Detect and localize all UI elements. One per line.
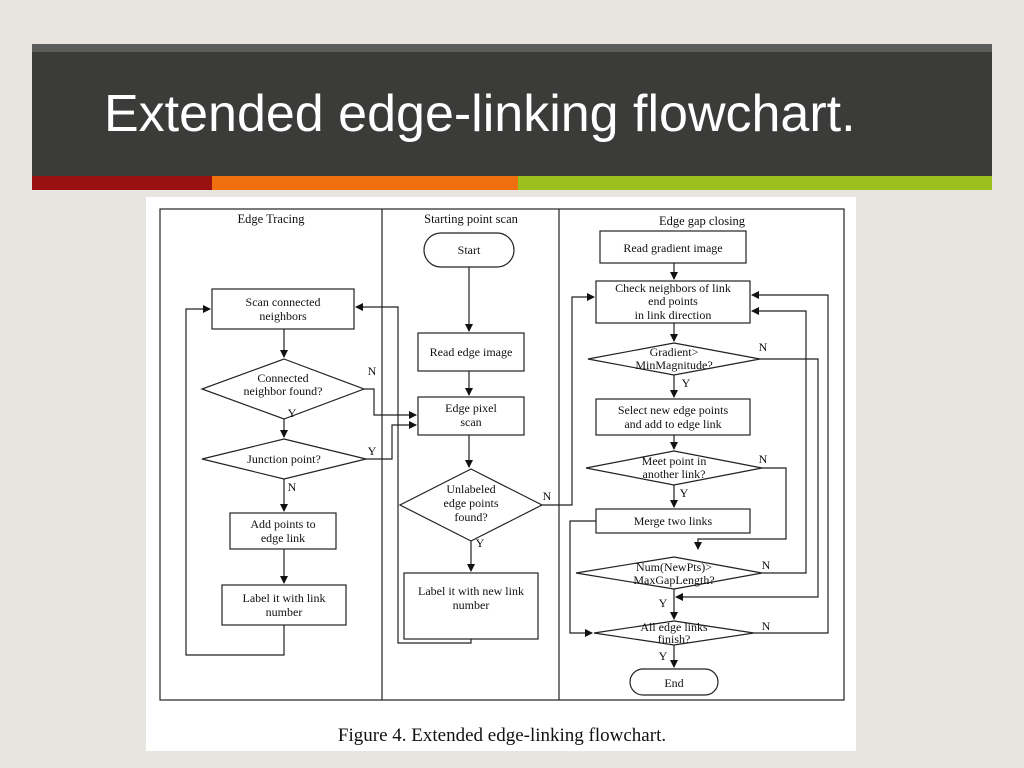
merge-label: Merge two links (634, 514, 713, 528)
branch-no-label: N (762, 558, 771, 572)
branch-yes-label: Y (288, 406, 297, 420)
gradient-label: Gradient> (650, 345, 699, 359)
edge-pixel-label: Edge pixel (445, 401, 497, 415)
start-label: Start (458, 243, 481, 257)
branch-yes-label: Y (680, 486, 689, 500)
slide-title-bar: Extended edge-linking flowchart. (32, 44, 992, 176)
all-finish-label: All edge links (640, 620, 708, 634)
label-new-label: number (453, 598, 490, 612)
unlabeled-label: edge points (444, 496, 499, 510)
slide-title: Extended edge-linking flowchart. (104, 85, 856, 143)
connected-found-label: neighbor found? (244, 384, 323, 398)
accent-stripe-green (518, 176, 992, 190)
branch-yes-label: Y (659, 649, 668, 663)
select-new-box (595, 398, 751, 436)
junction-label: Junction point? (247, 452, 321, 466)
select-new-label: and add to edge link (624, 417, 721, 431)
lane-header-tracing: Edge Tracing (237, 212, 305, 226)
unlabeled-label: found? (454, 510, 487, 524)
all-finish-label: finish? (658, 632, 691, 646)
lane-frame (159, 208, 845, 701)
accent-stripe-red (32, 176, 212, 190)
read-gradient-box (599, 230, 747, 264)
unlabeled-label: Unlabeled (446, 482, 495, 496)
read-edge-box (417, 332, 525, 372)
edge-pixel-box (417, 396, 525, 436)
accent-stripe-orange (212, 176, 518, 190)
lane-header-scan: Starting point scan (424, 212, 518, 226)
end-terminal (629, 668, 719, 696)
add-points-label: Add points to (250, 517, 315, 531)
add-points-label: edge link (261, 531, 305, 545)
scan-connected-box (211, 288, 355, 330)
select-new-label: Select new edge points (618, 403, 729, 417)
scan-connected-label: Scan connected (246, 295, 321, 309)
num-newpts-label: Num(NewPts)> (636, 560, 712, 574)
branch-no-label: N (288, 480, 297, 494)
check-neighbors-label: end points (648, 294, 698, 308)
branch-no-label: N (762, 619, 771, 633)
connected-found-label: Connected (257, 371, 308, 385)
check-neighbors-box (595, 280, 751, 324)
gradient-label: MinMagnitude? (635, 358, 712, 372)
add-points-box (229, 512, 337, 550)
figure-caption: Figure 4. Extended edge-linking flowchar… (338, 725, 666, 746)
read-edge-label: Read edge image (430, 345, 513, 359)
branch-no-label: N (759, 452, 768, 466)
label-new-label: Label it with new link (418, 584, 524, 598)
branch-yes-label: Y (659, 596, 668, 610)
edge-pixel-label: scan (460, 415, 481, 429)
meet-point-label: Meet point in (642, 454, 707, 468)
branch-yes-label: Y (368, 444, 377, 458)
label-link-label: Label it with link (243, 591, 326, 605)
label-link-label: number (266, 605, 303, 619)
branch-no-label: N (759, 340, 768, 354)
scan-connected-label: neighbors (259, 309, 307, 323)
branch-no-label: N (543, 489, 552, 503)
end-label: End (664, 676, 683, 690)
meet-point-label: another link? (643, 467, 706, 481)
branch-yes-label: Y (682, 376, 691, 390)
num-newpts-label: MaxGapLength? (633, 573, 714, 587)
read-gradient-label: Read gradient image (623, 241, 722, 255)
flowchart-figure: Edge Tracing Starting point scan Edge ga… (146, 197, 856, 751)
branch-no-label: N (368, 364, 377, 378)
branch-yes-label: Y (476, 536, 485, 550)
lane-header-gap: Edge gap closing (659, 214, 746, 228)
check-neighbors-label: in link direction (635, 308, 712, 322)
check-neighbors-label: Check neighbors of link (615, 281, 731, 295)
flowchart-diagram: Edge Tracing Starting point scan Edge ga… (159, 208, 845, 746)
